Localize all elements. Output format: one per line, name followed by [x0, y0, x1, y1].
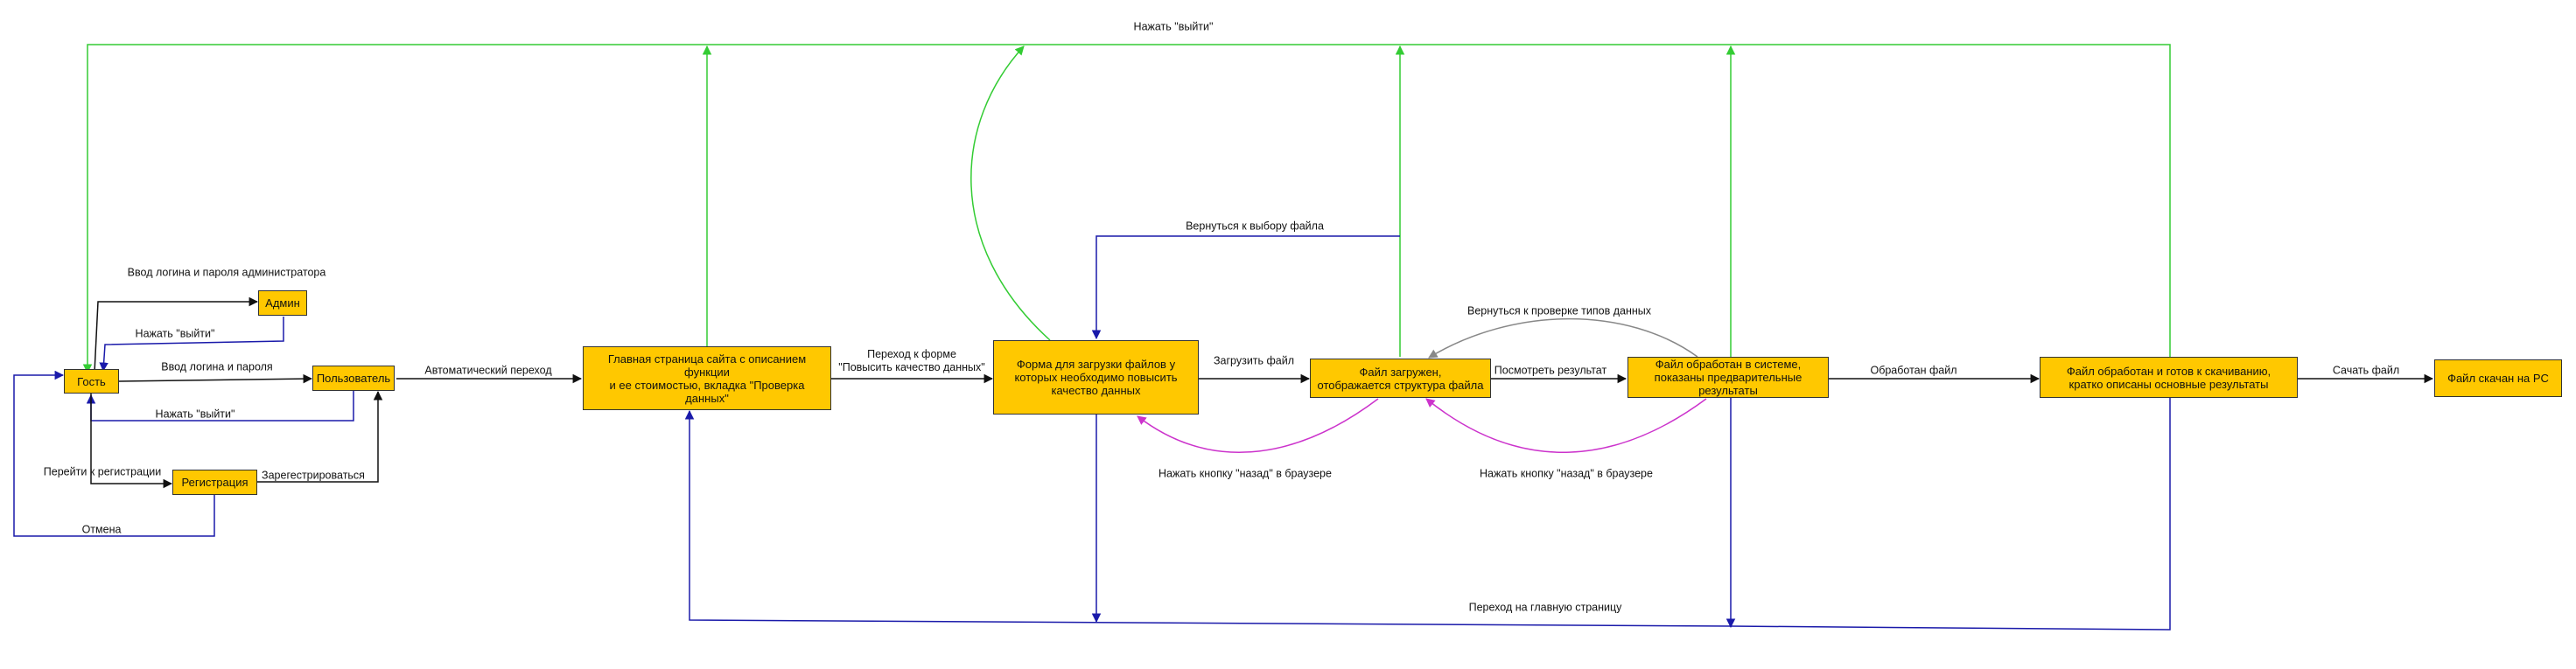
- label-user-login: Ввод логина и пароля: [161, 360, 273, 373]
- edge-back-to-choose: [1091, 235, 1400, 340]
- label-cancel: Отмена: [81, 523, 122, 536]
- node-file-downloaded: Файл скачан на PC: [2434, 359, 2562, 397]
- label-view-result: Посмотреть результат: [1494, 364, 1607, 377]
- node-admin: Админ: [258, 290, 307, 316]
- label-to-form: Переход к форме "Повысить качество данны…: [838, 348, 985, 373]
- label-admin-login: Ввод логина и пароля администратора: [127, 266, 326, 279]
- edge-form-to-top: [970, 45, 1051, 341]
- edge-admin-logout: [99, 317, 284, 373]
- edge-register: [257, 390, 383, 483]
- node-file-loaded: Файл загружен, отображается структура фа…: [1310, 359, 1491, 398]
- edge-to-main: [684, 398, 2171, 631]
- node-user: Пользователь: [312, 366, 395, 391]
- label-admin-logout: Нажать "выйти": [135, 327, 215, 340]
- label-logout-top: Нажать "выйти": [1133, 20, 1214, 33]
- edge-back-to-types: [1428, 317, 1698, 359]
- label-to-main-page: Переход на главную страницу: [1468, 601, 1622, 614]
- label-download-file: Сачать файл: [2332, 364, 2400, 377]
- edge-browser-back-1: [1137, 398, 1379, 453]
- node-file-processed: Файл обработан в системе, показаны предв…: [1628, 357, 1829, 398]
- label-back-to-types: Вернуться к проверке типов данных: [1466, 304, 1652, 317]
- label-auto-transition: Автоматический переход: [424, 364, 552, 377]
- node-main-page: Главная страница сайта с описанием функц…: [583, 346, 831, 410]
- edge-cancel: [13, 370, 215, 537]
- edge-logout-frame: [82, 44, 2171, 374]
- label-browser-back-1: Нажать кнопку "назад" в браузере: [1158, 467, 1332, 480]
- edge-to-registration: [90, 391, 173, 489]
- label-process-file: Обработан файл: [1870, 364, 1957, 377]
- label-back-to-choose: Вернуться к выбору файла: [1186, 220, 1324, 233]
- label-to-registration: Перейти к регистрации: [43, 465, 162, 478]
- edge-guest-to-admin: [94, 296, 259, 373]
- edge-guest-to-user: [118, 373, 313, 384]
- node-registration: Регистрация: [172, 470, 257, 495]
- label-user-logout: Нажать "выйти": [155, 408, 235, 421]
- node-guest: Гость: [64, 369, 119, 394]
- node-file-ready: Файл обработан и готов к скачиванию, кра…: [2040, 357, 2298, 398]
- label-register: Зарегестрироваться: [262, 469, 365, 482]
- label-upload-file: Загрузить файл: [1213, 354, 1295, 367]
- label-browser-back-2: Нажать кнопку "назад" в браузере: [1480, 467, 1653, 480]
- edge-browser-back-2: [1425, 398, 1707, 453]
- node-upload-form: Форма для загрузки файлов у которых необ…: [993, 340, 1199, 415]
